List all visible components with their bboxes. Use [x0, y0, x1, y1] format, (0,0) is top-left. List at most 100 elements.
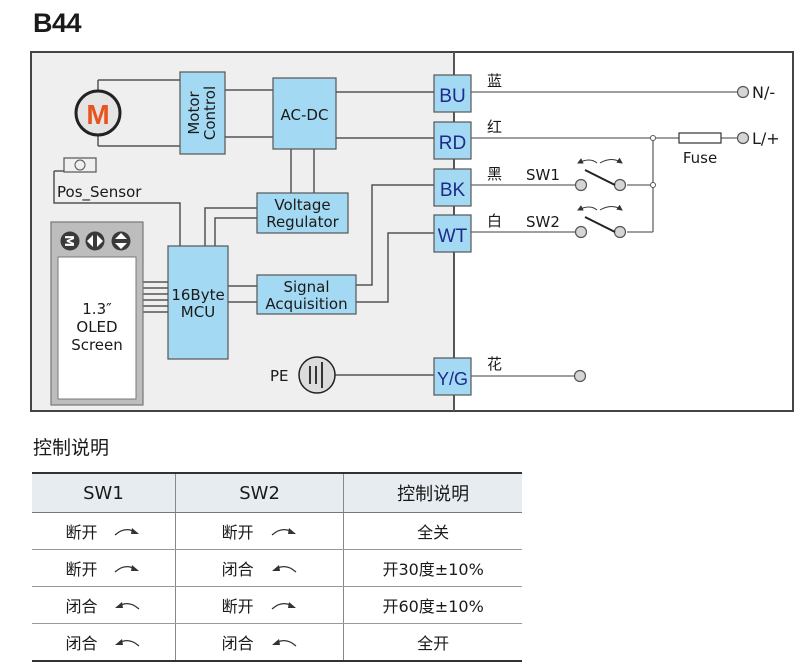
sw1-state-cell: 断开 — [32, 512, 176, 550]
svg-text:Motor: Motor — [185, 91, 203, 135]
svg-text:Regulator: Regulator — [266, 213, 339, 231]
sw2-state-cell: 闭合 — [174, 549, 344, 587]
sw2-state: 闭合 — [221, 560, 254, 579]
ac-dc-block: AC-DC — [272, 77, 337, 150]
sw1-state-cell: 断开 — [32, 549, 176, 587]
svg-text:MCU: MCU — [181, 303, 215, 321]
switch-sw2 — [574, 204, 627, 239]
svg-text:M: M — [86, 99, 109, 130]
svg-text:16Byte: 16Byte — [171, 286, 224, 304]
up-down-button-icon — [111, 231, 131, 251]
sw2-state: 闭合 — [221, 634, 254, 653]
svg-text:Control: Control — [201, 86, 219, 140]
sw1-state: 闭合 — [65, 634, 98, 653]
junction-dot — [650, 135, 656, 141]
arrow-open-icon — [270, 522, 298, 541]
junction-dot — [650, 182, 656, 188]
sw1-state-cell: 闭合 — [32, 586, 176, 624]
arrow-close-icon — [113, 596, 141, 615]
terminal-bk: BK — [433, 168, 472, 207]
svg-text:Voltage: Voltage — [274, 196, 330, 214]
sw1-state-cell: 闭合 — [32, 624, 175, 662]
sw2-state: 断开 — [221, 523, 254, 542]
ground-terminal — [573, 369, 587, 383]
svg-text:Signal: Signal — [283, 278, 329, 296]
control-description: 开60度±10% — [343, 586, 522, 624]
ground-icon — [309, 362, 323, 388]
svg-text:OLED: OLED — [76, 318, 117, 336]
internal-wires — [53, 79, 434, 376]
terminal-yg: Y/G — [433, 357, 472, 396]
svg-text:BU: BU — [439, 86, 465, 107]
left-right-button-icon — [85, 231, 105, 251]
sw1-label: SW1 — [526, 166, 560, 184]
position-sensor: Pos_Sensor — [57, 157, 142, 202]
sw1-state: 断开 — [65, 560, 98, 579]
switch-sw1 — [574, 157, 627, 192]
svg-text:M: M — [62, 235, 76, 247]
live-terminal — [736, 131, 750, 145]
oled-screen: M 1.3″ OLED Screen — [50, 221, 144, 406]
live-label: L/+ — [752, 129, 780, 148]
mcu-block: 16Byte MCU — [167, 245, 229, 360]
terminal-rd: RD — [433, 121, 472, 160]
wire-label-blue: 蓝 — [487, 72, 502, 90]
control-description: 开30度±10% — [343, 549, 522, 587]
svg-text:Acquisition: Acquisition — [265, 295, 347, 313]
control-description: 全关 — [343, 512, 522, 550]
menu-button-icon: M — [60, 231, 80, 251]
sw1-state: 闭合 — [65, 597, 98, 616]
wire-label-black: 黑 — [487, 165, 502, 183]
svg-text:BK: BK — [440, 180, 466, 201]
arrow-right-icon — [599, 204, 623, 211]
wire-label-red: 红 — [487, 118, 502, 136]
svg-text:Screen: Screen — [71, 336, 123, 354]
fuse-icon: Fuse — [678, 132, 722, 167]
terminal-wt: WT — [433, 214, 472, 253]
sw2-state-cell: 断开 — [174, 512, 344, 550]
control-table: SW1 SW2 控制说明 断开断开全关断开闭合开30度±10%闭合断开开60度±… — [32, 472, 522, 662]
sw2-state-cell: 闭合 — [174, 623, 344, 661]
sw2-state: 断开 — [221, 597, 254, 616]
motor-control-block: Motor Control — [179, 71, 226, 155]
svg-text:Y/G: Y/G — [437, 369, 468, 389]
table-row: 闭合 断开 开60度±10% — [32, 586, 522, 624]
model-title: B44 — [33, 8, 82, 38]
motor-icon: M — [74, 89, 122, 137]
neutral-terminal — [736, 85, 750, 99]
arrow-close-icon — [270, 559, 298, 578]
table-row: 断开 闭合 开30度±10% — [32, 549, 522, 587]
sw2-state-cell: 断开 — [174, 586, 344, 624]
svg-text:Fuse: Fuse — [683, 149, 717, 167]
table-row: 断开 断开 全关 — [32, 512, 522, 550]
neutral-label: N/- — [752, 83, 775, 102]
svg-text:Pos_Sensor: Pos_Sensor — [57, 183, 142, 202]
svg-text:1.3″: 1.3″ — [82, 300, 112, 318]
arrow-close-icon — [270, 633, 298, 652]
terminal-bu: BU — [433, 74, 472, 113]
sw2-label: SW2 — [526, 213, 560, 231]
svg-text:RD: RD — [439, 133, 466, 154]
arrow-open-icon — [113, 522, 141, 541]
arrow-left-icon — [577, 158, 598, 164]
sw1-state: 断开 — [65, 523, 98, 542]
header-sw2: SW2 — [174, 473, 344, 513]
header-description: 控制说明 — [343, 473, 522, 513]
arrow-left-icon — [577, 205, 598, 211]
control-description: 全开 — [343, 623, 522, 661]
table-row: 闭合 闭合 全开 — [32, 623, 522, 662]
arrow-right-icon — [599, 157, 623, 164]
header-sw1: SW1 — [32, 473, 176, 513]
arrow-open-icon — [113, 559, 141, 578]
voltage-regulator-block: Voltage Regulator — [256, 192, 349, 234]
svg-text:AC-DC: AC-DC — [281, 106, 329, 124]
svg-text:PE: PE — [270, 367, 289, 385]
control-section-title: 控制说明 — [33, 437, 110, 459]
wiring-diagram: M Motor Control AC-DC Voltage Regulator … — [30, 51, 794, 412]
table-header-row: SW1 SW2 控制说明 — [32, 473, 522, 513]
wire-label-yellow-green: 花 — [487, 355, 502, 373]
ground-pe: PE — [270, 356, 336, 394]
wire-label-white: 白 — [487, 212, 502, 230]
signal-acquisition-block: Signal Acquisition — [256, 274, 357, 315]
arrow-close-icon — [113, 633, 141, 652]
